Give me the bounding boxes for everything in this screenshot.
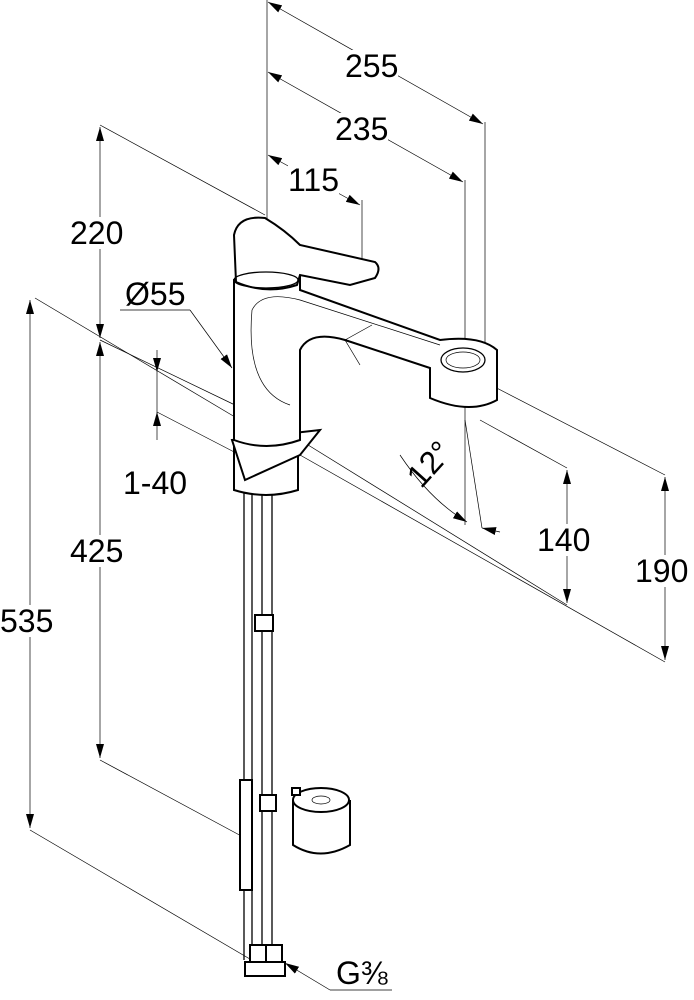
dimension-255: 255	[345, 48, 399, 84]
dimension-425: 425	[70, 533, 124, 569]
dimension-535: 535	[0, 603, 54, 639]
dimension-235: 235	[335, 111, 389, 147]
cartridge-part	[291, 787, 351, 855]
dimension-140: 140	[537, 522, 591, 558]
extension-lines	[29, 0, 666, 991]
dimension-115: 115	[288, 162, 340, 198]
thread-size-g3-8: G⅜	[336, 955, 388, 991]
dimension-1-40: 1-40	[123, 465, 188, 501]
dimension-diameter-55: Ø55	[125, 276, 186, 312]
dimension-190: 190	[635, 553, 689, 589]
dimension-220: 220	[70, 215, 124, 251]
faucet-illustration	[230, 216, 498, 977]
